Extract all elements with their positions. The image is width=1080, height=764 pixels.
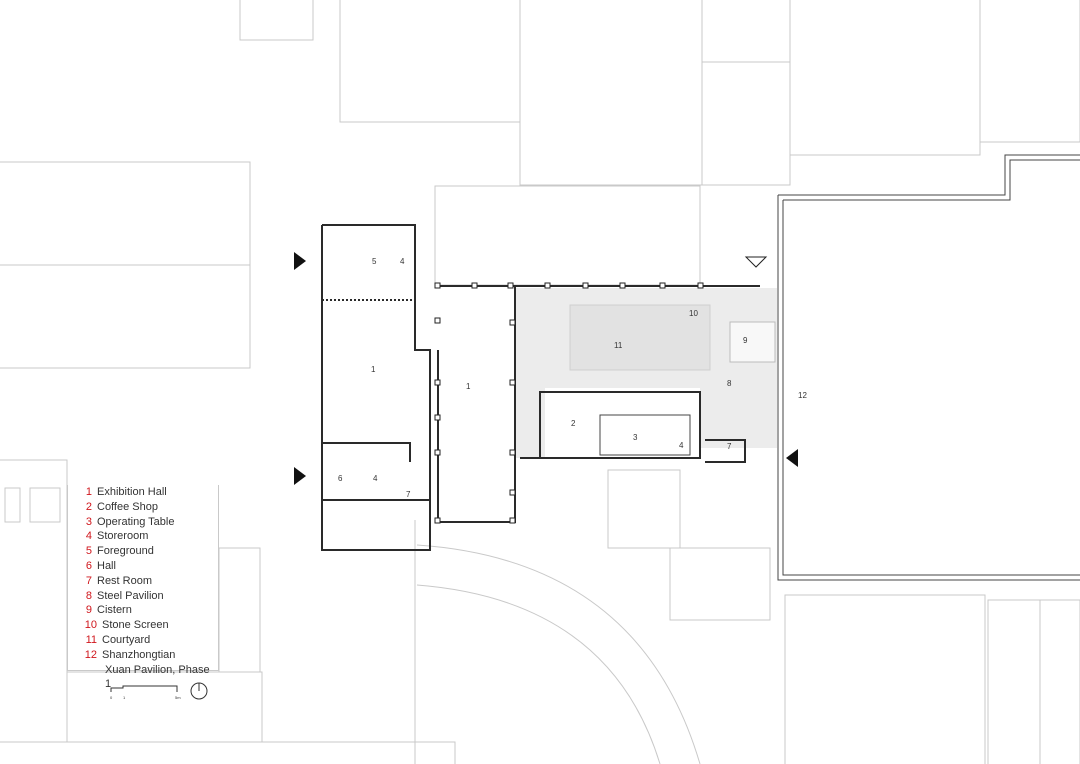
room-label: 2	[571, 419, 576, 428]
legend-label: Foreground	[97, 545, 154, 558]
legend-number: 1	[85, 486, 92, 498]
legend-item: 9 Cistern	[68, 603, 218, 618]
legend-item: 5 Foreground	[68, 544, 218, 559]
legend-item: 4 Storeroom	[68, 529, 218, 544]
room-label: 1	[371, 365, 376, 374]
legend-number: 12	[84, 648, 97, 661]
legend-number: 7	[85, 574, 92, 587]
scale-bar: 0 1 5m	[110, 685, 181, 700]
legend-label: Cistern	[97, 604, 132, 617]
room-label: 4	[373, 474, 378, 483]
room-labels: 1 1 5 4 4 6 7 2 3 4 7 8 9 10 11 12	[338, 257, 807, 499]
legend-label: Exhibition Hall	[97, 486, 167, 498]
room-label: 9	[743, 336, 748, 345]
legend-number: 9	[85, 604, 92, 617]
legend-number: 5	[85, 545, 92, 558]
room-label: 3	[633, 433, 638, 442]
legend-number: 6	[85, 559, 92, 572]
legend-number: 10	[84, 619, 97, 632]
courtyard-paving	[515, 288, 777, 458]
room-label: 4	[400, 257, 405, 266]
entrance-arrow-icon	[744, 256, 768, 268]
legend-continuation: Xuan Pavilion, Phase 1	[105, 663, 210, 690]
legend-number: 4	[85, 530, 92, 543]
legend-label: Steel Pavilion	[97, 589, 164, 602]
legend-label: Stone Screen	[102, 619, 169, 632]
legend: 1 Exhibition Hall 2 Coffee Shop 3 Operating…	[67, 485, 219, 690]
room-label: 8	[727, 379, 732, 388]
room-label: 10	[689, 309, 698, 318]
entrance-arrow-icon	[294, 467, 306, 485]
legend-item: 12 Shanzhongtian	[68, 648, 218, 663]
legend-item: 2 Coffee Shop	[68, 500, 218, 515]
legend-label: Coffee Shop	[97, 500, 158, 513]
room-label: 6	[338, 474, 343, 483]
room-label: 1	[466, 382, 471, 391]
legend-label: Storeroom	[97, 530, 149, 543]
scale-tick: 0	[110, 695, 113, 700]
legend-number: 8	[85, 589, 92, 602]
legend-item: 6 Hall	[68, 559, 218, 574]
room-label: 5	[372, 257, 377, 266]
room-label: 11	[614, 341, 623, 350]
legend-item: 10 Stone Screen	[68, 618, 218, 633]
scale-tick: 5m	[175, 695, 181, 700]
north-arrow-icon	[190, 682, 208, 700]
shanzhongtian-pavilion-outline	[777, 154, 1080, 581]
legend-item: 7 Rest Room	[68, 574, 218, 589]
room-label: 7	[406, 490, 411, 499]
room-label: 4	[679, 441, 684, 450]
room-label: 7	[727, 442, 732, 451]
legend-label: Operating Table	[97, 515, 175, 528]
legend-item: 11 Courtyard	[68, 633, 218, 648]
legend-number: 3	[85, 515, 92, 528]
room-label: 12	[798, 391, 807, 400]
entrance-arrow-icon	[786, 449, 798, 467]
legend-label: Hall	[97, 559, 116, 572]
legend-number: 2	[85, 500, 92, 513]
scale-tick: 1	[123, 695, 126, 700]
legend-label: Courtyard	[102, 633, 151, 646]
legend-label: Shanzhongtian	[102, 648, 176, 661]
legend-item: 1 Exhibition Hall	[68, 485, 218, 500]
columns	[434, 282, 704, 524]
legend-number: 11	[85, 633, 97, 646]
entrance-markers	[294, 252, 798, 485]
legend-item: 3 Operating Table	[68, 515, 218, 530]
legend-item: 8 Steel Pavilion	[68, 589, 218, 604]
legend-label: Rest Room	[97, 574, 153, 587]
entrance-arrow-icon	[294, 252, 306, 270]
